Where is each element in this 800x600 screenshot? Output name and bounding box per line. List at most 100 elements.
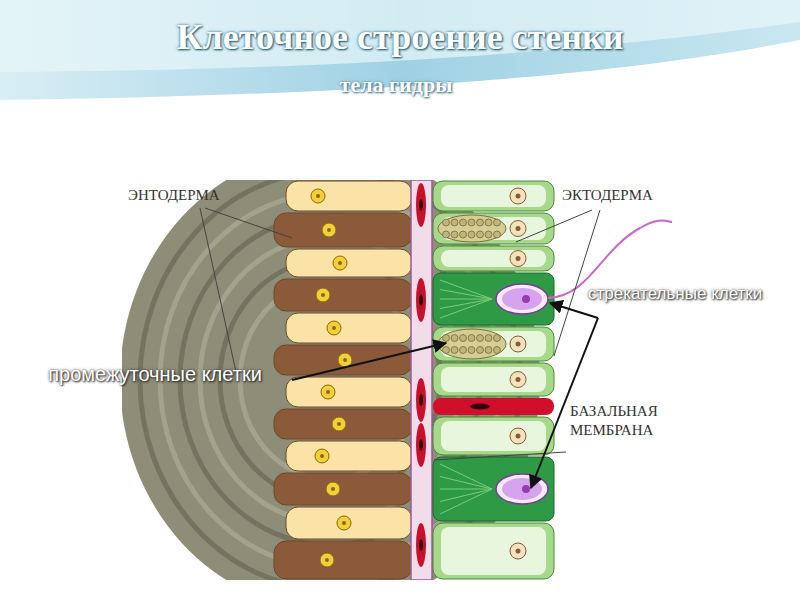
nucleolus bbox=[516, 377, 521, 382]
interstitial-cell bbox=[494, 347, 501, 354]
endoderm-cell bbox=[286, 313, 412, 343]
membrane-nucleus bbox=[419, 199, 423, 211]
cell-cytoplasm bbox=[441, 421, 546, 451]
cell-fibre bbox=[440, 290, 492, 300]
nucleus bbox=[326, 482, 340, 496]
interstitial-cell bbox=[485, 347, 492, 354]
interstitial-cell bbox=[494, 231, 501, 238]
cell-fibre bbox=[440, 464, 492, 489]
part-label: ЭНТОДЕРМА bbox=[128, 186, 298, 205]
cell-cytoplasm bbox=[441, 250, 546, 267]
membrane-cell bbox=[416, 378, 426, 422]
nucleolus bbox=[321, 293, 325, 297]
membrane-nucleus bbox=[419, 294, 423, 306]
endoderm-cell bbox=[286, 249, 412, 277]
interstitial-cell bbox=[485, 335, 492, 342]
part-label: ЭКТОДЕРМА bbox=[562, 186, 722, 205]
nucleus bbox=[510, 221, 526, 237]
endoderm-gland-cell bbox=[274, 409, 412, 439]
interstitial-cell bbox=[468, 347, 475, 354]
interstitial-cell bbox=[460, 231, 467, 238]
endoderm-gland-cell bbox=[274, 541, 412, 579]
basal-membrane bbox=[411, 180, 432, 580]
interstitial-cell bbox=[477, 347, 484, 354]
interstitial-cell bbox=[494, 219, 501, 226]
interstitial-cells bbox=[438, 329, 506, 359]
ectoderm-cell bbox=[433, 523, 554, 579]
cell-fibre bbox=[440, 489, 492, 490]
interstitial-cell bbox=[485, 231, 492, 238]
nucleus bbox=[338, 353, 352, 367]
nucleus bbox=[316, 288, 330, 302]
nucleus bbox=[332, 417, 346, 431]
ectoderm-cell bbox=[433, 417, 554, 455]
interstitial-cell bbox=[451, 335, 458, 342]
nucleus bbox=[510, 543, 526, 559]
interstitial-cell bbox=[468, 219, 475, 226]
cell-fibre bbox=[440, 280, 492, 299]
nucleus bbox=[320, 553, 334, 567]
nucleolus bbox=[343, 358, 347, 362]
nucleus bbox=[327, 321, 341, 335]
interstitial-cell bbox=[451, 231, 458, 238]
interstitial-cell bbox=[460, 219, 467, 226]
ectoderm-cell bbox=[433, 246, 554, 271]
part-label: промежуточные клетки bbox=[20, 358, 290, 390]
header-wave-light bbox=[0, 0, 800, 72]
leader-line bbox=[205, 208, 292, 238]
ectoderm-cell bbox=[433, 363, 554, 396]
nucleolus bbox=[516, 226, 521, 231]
nucleolus bbox=[325, 558, 329, 562]
membrane-nucleus bbox=[419, 539, 423, 551]
interstitial-cell bbox=[485, 219, 492, 226]
interstitial-cell bbox=[451, 219, 458, 226]
part-label: стрекательные клетки bbox=[588, 284, 796, 304]
nematocyst bbox=[496, 474, 548, 504]
cell-fibre bbox=[440, 299, 492, 300]
endoderm-cell bbox=[286, 441, 412, 471]
leader-line bbox=[516, 210, 592, 242]
nucleolus bbox=[316, 194, 320, 198]
cell-cytoplasm bbox=[441, 527, 546, 575]
nucleolus bbox=[332, 326, 336, 330]
membrane-nucleus bbox=[419, 394, 423, 406]
ectoderm-cell bbox=[433, 181, 554, 211]
endoderm-cell bbox=[286, 181, 412, 211]
interstitial-cell bbox=[477, 219, 484, 226]
interstitial-cell bbox=[451, 347, 458, 354]
cell-fibre bbox=[440, 477, 492, 490]
cell-fibre bbox=[440, 299, 492, 309]
pointer-arrow bbox=[292, 343, 446, 380]
cnidocyte-cell bbox=[433, 273, 554, 325]
cell-fibre bbox=[440, 489, 492, 514]
nucleolus bbox=[338, 261, 342, 265]
nucleus bbox=[315, 449, 329, 463]
interstitial-cells bbox=[438, 215, 506, 242]
nucleus bbox=[510, 188, 526, 204]
nucleolus bbox=[516, 434, 521, 439]
subtitle: тела гидры bbox=[0, 72, 796, 98]
membrane-cell bbox=[416, 523, 426, 567]
nucleolus bbox=[326, 390, 330, 394]
nucleolus bbox=[320, 454, 324, 458]
nucleus bbox=[510, 251, 526, 267]
nucleolus bbox=[516, 549, 521, 554]
endoderm-gland-cell bbox=[274, 279, 412, 311]
nucleus bbox=[510, 336, 526, 352]
nematocyst-capsule bbox=[502, 288, 542, 310]
membrane-nucleus bbox=[419, 439, 423, 451]
endoderm-gland-cell bbox=[274, 213, 412, 247]
cell-cytoplasm bbox=[441, 185, 546, 207]
interstitial-cell bbox=[494, 335, 501, 342]
membrane-cell bbox=[416, 278, 426, 322]
ectoderm-cell bbox=[433, 327, 554, 361]
nucleus bbox=[321, 385, 335, 399]
nucleolus bbox=[516, 194, 521, 199]
nucleus bbox=[337, 516, 351, 530]
nucleus bbox=[510, 428, 526, 444]
nucleolus bbox=[327, 228, 331, 232]
interstitial-cell bbox=[443, 347, 450, 354]
cell-cytoplasm bbox=[441, 367, 546, 392]
membrane-cell bbox=[416, 183, 426, 227]
